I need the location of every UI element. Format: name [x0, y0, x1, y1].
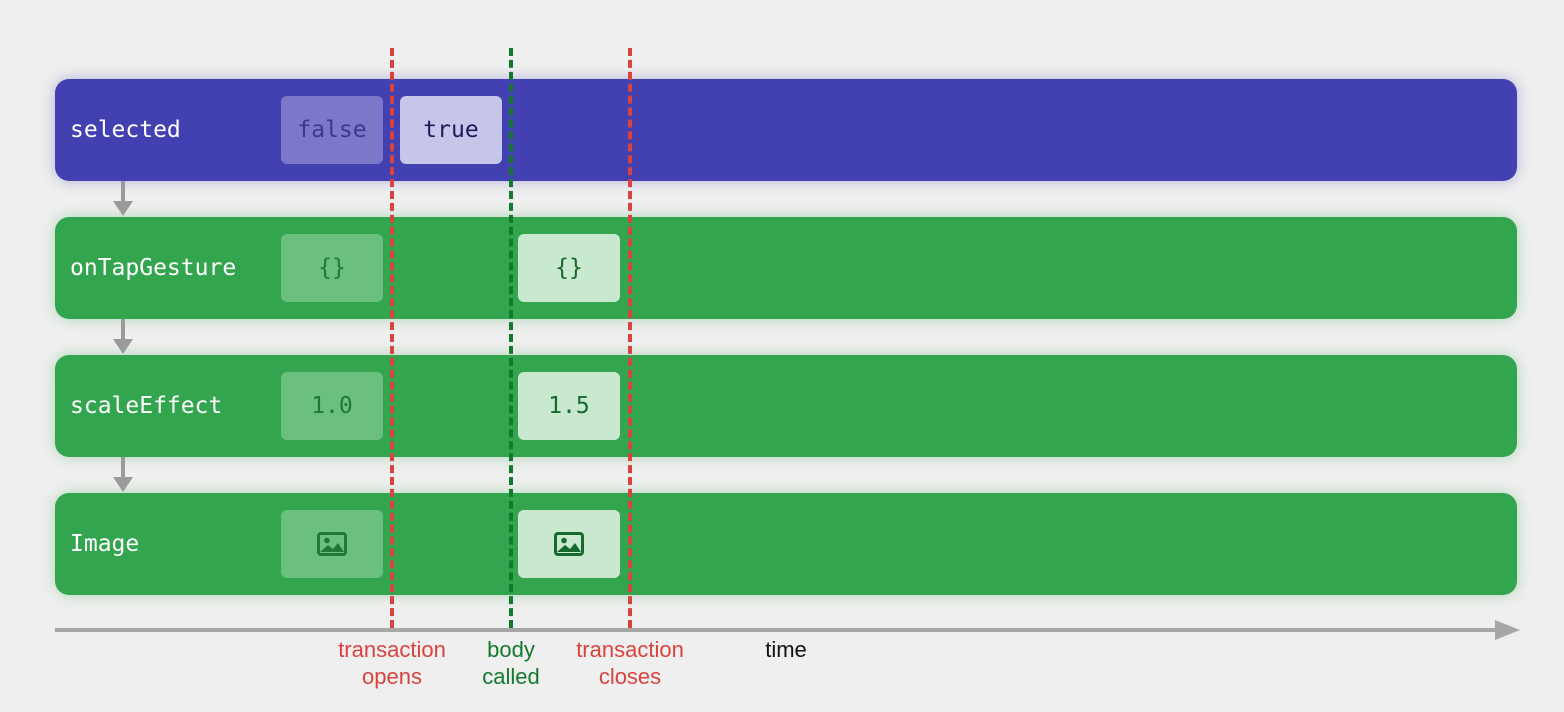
body-called-line: [509, 48, 513, 628]
value-chip-current: {}: [518, 234, 620, 302]
value-chip-current: true: [400, 96, 502, 164]
value-chip-current: 1.5: [518, 372, 620, 440]
row-scaleeffect: scaleEffect 1.0 1.5: [55, 355, 1517, 457]
transaction-opens-line: [390, 48, 394, 628]
row-label-scaleeffect: scaleEffect: [70, 393, 223, 419]
row-selected: selected false true: [55, 79, 1517, 181]
transaction-opens-label: transaction opens: [312, 636, 472, 690]
body-called-label: body called: [431, 636, 591, 690]
photo-icon: [554, 532, 584, 556]
row-image: Image: [55, 493, 1517, 595]
value-chip-previous: 1.0: [281, 372, 383, 440]
time-axis-arrow: [55, 620, 1520, 640]
value-chip-previous: [281, 510, 383, 578]
marker-label-line: opens: [362, 664, 422, 689]
axis-label-text: time: [765, 637, 807, 662]
row-label-selected: selected: [70, 117, 181, 143]
value-chip-previous: false: [281, 96, 383, 164]
transaction-closes-line: [628, 48, 632, 628]
row-ontapgesture: onTapGesture {} {}: [55, 217, 1517, 319]
row-label-ontapgesture: onTapGesture: [70, 255, 237, 281]
time-axis-label: time: [706, 636, 866, 663]
transaction-closes-label: transaction closes: [550, 636, 710, 690]
down-arrow-icon: [113, 457, 133, 492]
value-chip-current: [518, 510, 620, 578]
marker-label-line: transaction: [576, 637, 684, 662]
down-arrow-icon: [113, 319, 133, 354]
value-chip-previous: {}: [281, 234, 383, 302]
down-arrow-icon: [113, 181, 133, 216]
row-label-image: Image: [70, 531, 140, 557]
photo-icon: [317, 532, 347, 556]
marker-label-line: called: [482, 664, 540, 689]
marker-label-line: body: [487, 637, 535, 662]
marker-label-line: transaction: [338, 637, 446, 662]
marker-label-line: closes: [598, 664, 662, 689]
